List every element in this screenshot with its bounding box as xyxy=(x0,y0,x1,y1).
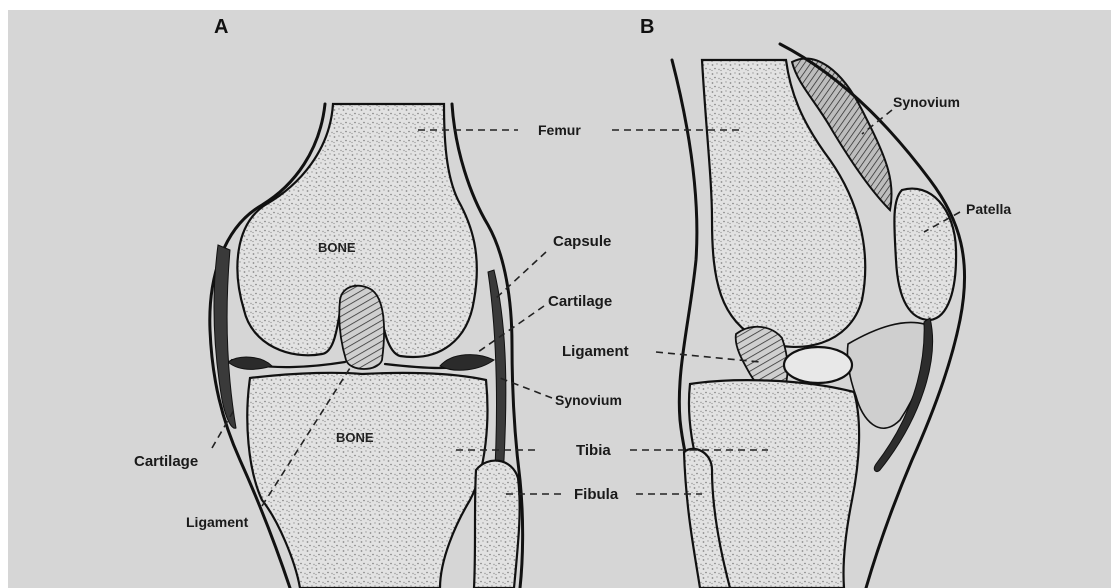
panel-a-bone-lower-label: BONE xyxy=(336,430,374,445)
label-capsule: Capsule xyxy=(553,233,611,250)
panel-a-bone-upper-label: BONE xyxy=(318,240,356,255)
label-ligament-b: Ligament xyxy=(562,343,629,360)
label-tibia: Tibia xyxy=(576,442,611,459)
label-cartilage-left: Cartilage xyxy=(134,453,198,470)
label-femur: Femur xyxy=(538,122,581,138)
label-synovium-b: Synovium xyxy=(893,94,960,110)
label-ligament-a: Ligament xyxy=(186,514,249,530)
label-patella: Patella xyxy=(966,201,1011,217)
panel-a-letter: A xyxy=(214,16,228,38)
label-fibula: Fibula xyxy=(574,486,619,503)
panel-a-cruciate-ligament xyxy=(339,286,384,369)
label-synovium-a: Synovium xyxy=(555,392,622,408)
label-cartilage-right: Cartilage xyxy=(548,293,612,310)
panel-b-letter: B xyxy=(640,16,654,38)
panel-b-joint-cavity xyxy=(784,347,852,383)
panel-a-fibula-bone xyxy=(474,461,520,588)
